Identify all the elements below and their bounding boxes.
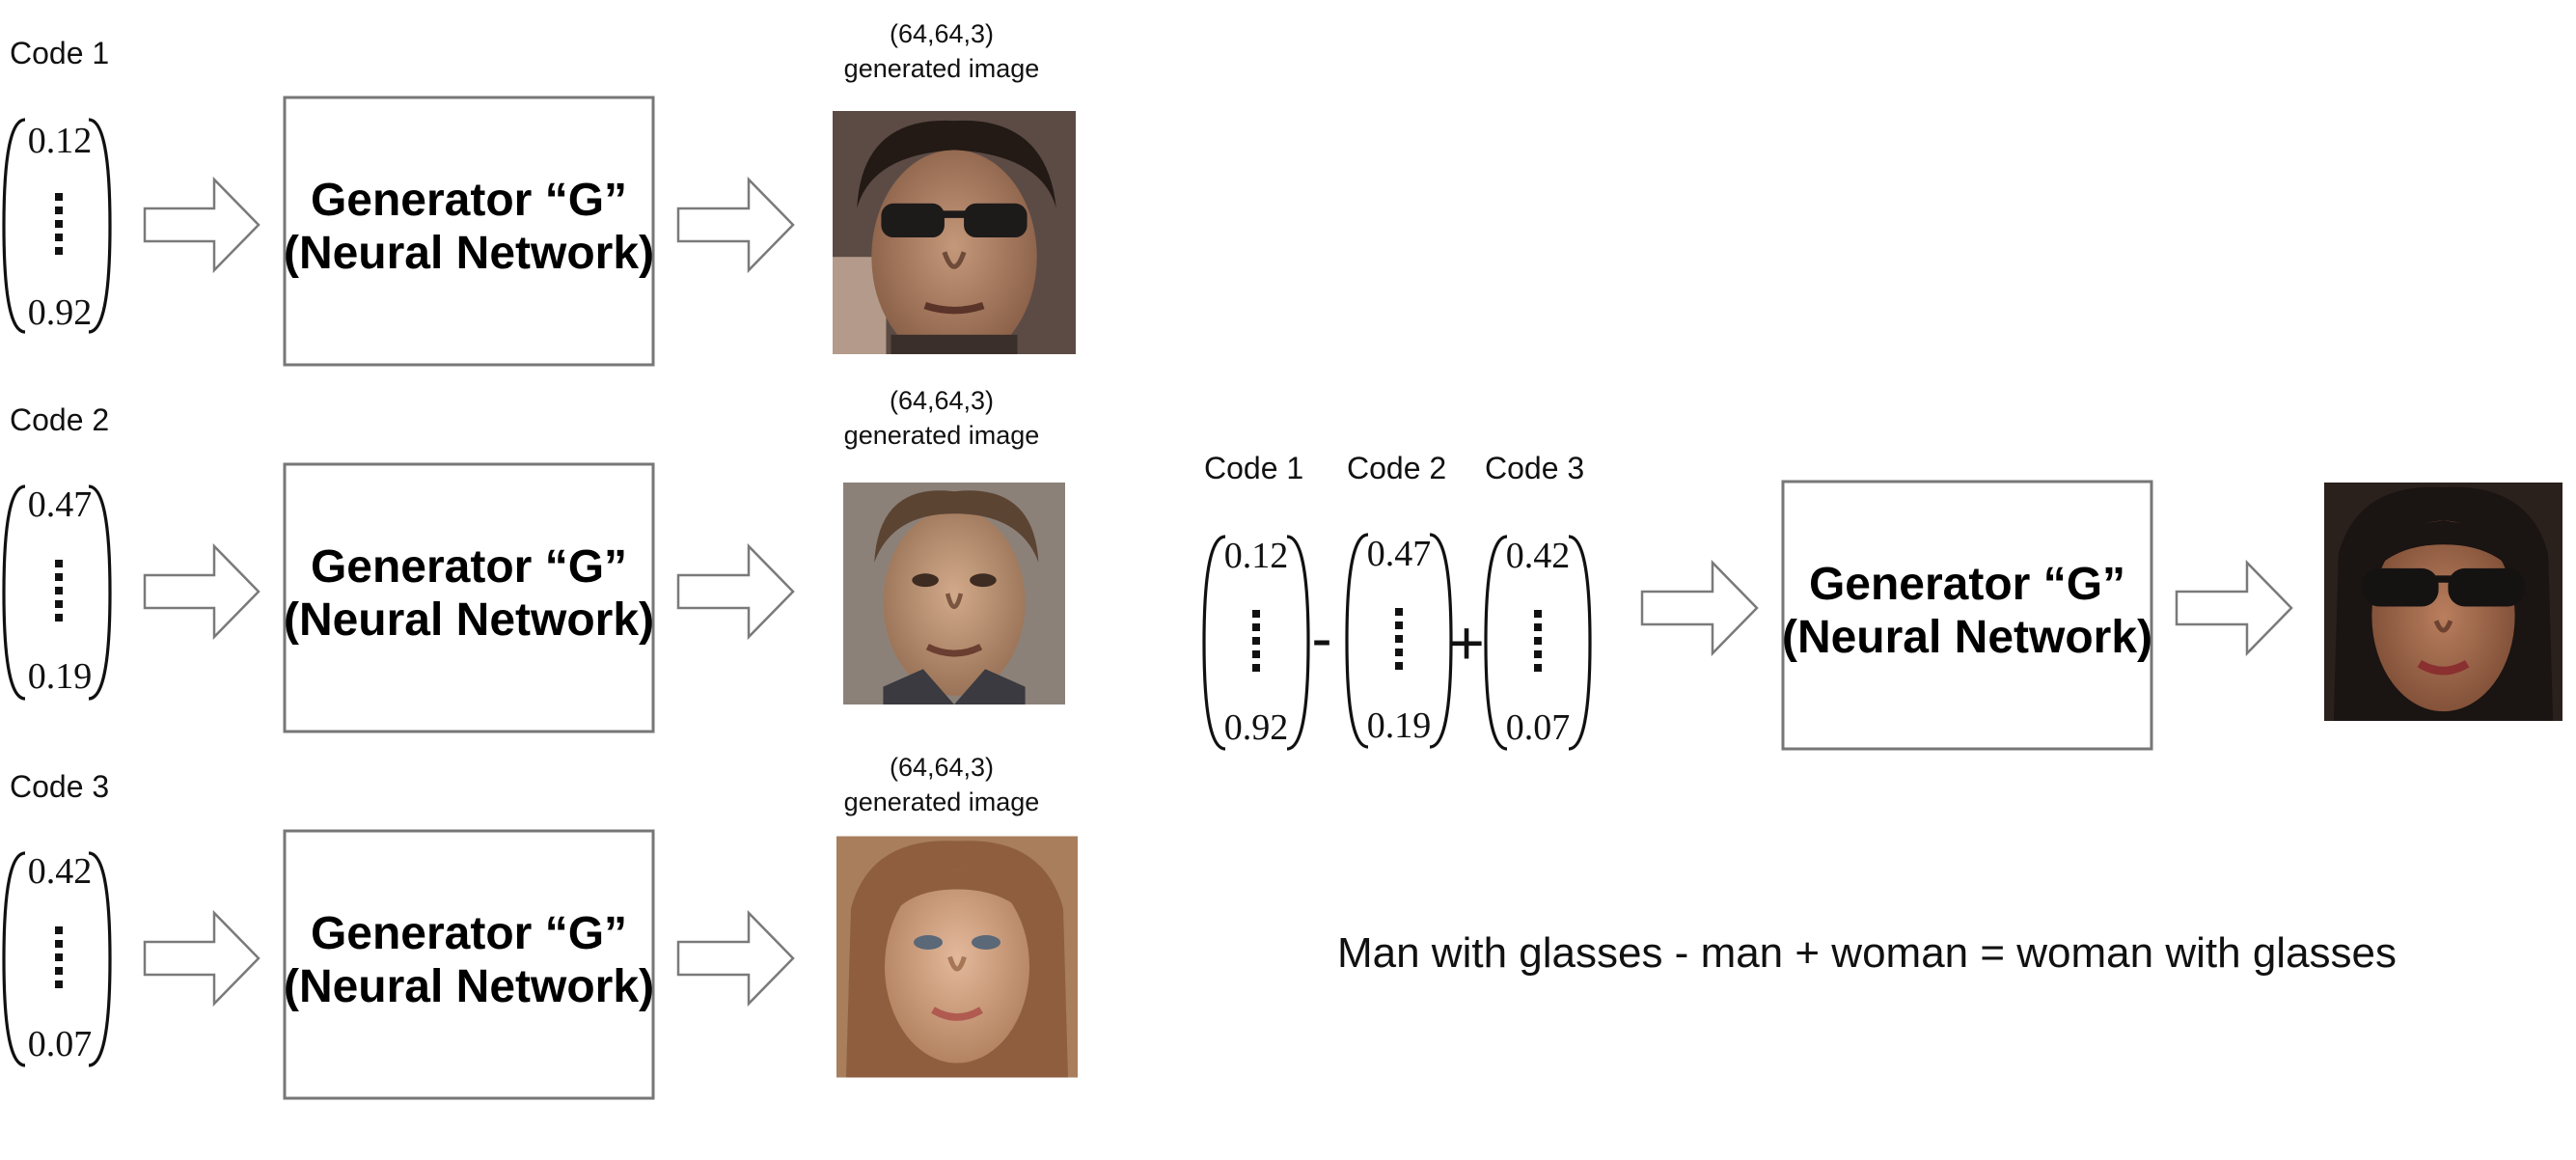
vector-top-value: 0.47 [28,484,93,525]
vector-arithmetic: Code 1 Code 2 Code 3 0.12 0.92 - 0.47 [1202,451,2562,977]
generator-label-line1: Generator “G” [311,175,627,226]
generator-box [283,462,655,733]
vertical-ellipsis-icon [1534,610,1542,672]
plus-operator: + [1448,608,1484,677]
vector-bottom-value: 0.19 [1367,705,1432,746]
equation-caption: Man with glasses - man + woman = woman w… [1337,929,2397,977]
right-paren [1429,533,1453,749]
vertical-ellipsis-icon [1252,610,1260,672]
vector-top-value: 0.47 [1367,534,1432,574]
image-shape-caption: (64,64,3) [890,753,994,782]
vector-bottom-value: 0.92 [1224,707,1289,748]
arrow-right-icon [676,176,795,274]
left-paren [2,118,26,334]
left-paren [2,851,26,1067]
arith-vector-1: 0.12 0.92 [1202,535,1310,751]
image-shape-caption: (64,64,3) [890,19,994,48]
result-face-image [2324,483,2562,721]
code-vector: 0.42 0.07 [2,851,112,1067]
arrow-right-icon [2175,559,2293,657]
generator-label-line2: (Neural Network) [284,228,654,279]
right-paren [88,484,112,701]
arith-code-2-label: Code 2 [1347,451,1446,485]
code-vector: 0.47 0.19 [2,484,112,701]
left-paren [1202,535,1226,751]
vector-bottom-value: 0.92 [28,292,93,333]
arith-vector-3: 0.42 0.07 [1484,535,1592,751]
vector-top-value: 0.12 [1224,536,1289,576]
arrow-right-icon [676,542,795,641]
image-shape-caption: (64,64,3) [890,386,994,415]
generator-label-line2: (Neural Network) [284,961,654,1012]
code-vector: 0.12 0.92 [2,118,112,334]
row-code-1: Code 1 0.12 0.92 Generator “G” (Neural N… [2,19,1076,367]
vector-bottom-value: 0.07 [28,1024,93,1064]
generator-label-line2: (Neural Network) [284,594,654,646]
generated-face-image [833,111,1076,354]
arrow-right-icon [143,176,260,274]
vector-bottom-value: 0.07 [1506,707,1571,748]
generator-label-line1: Generator “G” [311,541,627,593]
arrow-right-icon [143,542,260,641]
right-paren [1286,535,1310,751]
generator-box [283,829,655,1100]
vertical-ellipsis-icon [1395,608,1403,670]
vertical-ellipsis-icon [55,560,63,621]
arith-vector-2: 0.47 0.19 [1345,533,1453,749]
image-caption: generated image [844,421,1040,450]
arrow-right-icon [1640,559,1759,657]
right-paren [88,118,112,334]
generated-face-image [843,483,1065,704]
vertical-ellipsis-icon [55,926,63,988]
vector-top-value: 0.12 [28,121,93,161]
minus-operator: - [1311,603,1331,673]
right-paren [88,851,112,1067]
vector-top-value: 0.42 [28,851,93,892]
code-label: Code 1 [10,36,109,70]
vertical-ellipsis-icon [55,193,63,255]
arith-code-3-label: Code 3 [1485,451,1584,485]
code-label: Code 3 [10,769,109,804]
vector-top-value: 0.42 [1506,536,1571,576]
code-label: Code 2 [10,402,109,437]
arith-code-1-label: Code 1 [1204,451,1303,485]
right-paren [1568,535,1592,751]
image-caption: generated image [844,787,1040,816]
arrow-right-icon [676,909,795,1008]
generator-label-line1: Generator “G” [1809,559,2125,610]
row-code-3: Code 3 0.42 0.07 Generator “G” (Neural N… [2,753,1078,1100]
row-code-2: Code 2 0.47 0.19 Generator “G” (Neural N… [2,386,1065,733]
image-caption: generated image [844,54,1040,83]
generator-box [1781,480,2153,751]
left-paren [1484,535,1508,751]
vector-bottom-value: 0.19 [28,656,93,697]
left-paren [1345,533,1369,749]
generator-label-line1: Generator “G” [311,908,627,959]
arrow-right-icon [143,909,260,1008]
generated-face-image [836,836,1078,1078]
generator-box [283,96,655,367]
generator-label-line2: (Neural Network) [1782,612,2152,663]
left-paren [2,484,26,701]
